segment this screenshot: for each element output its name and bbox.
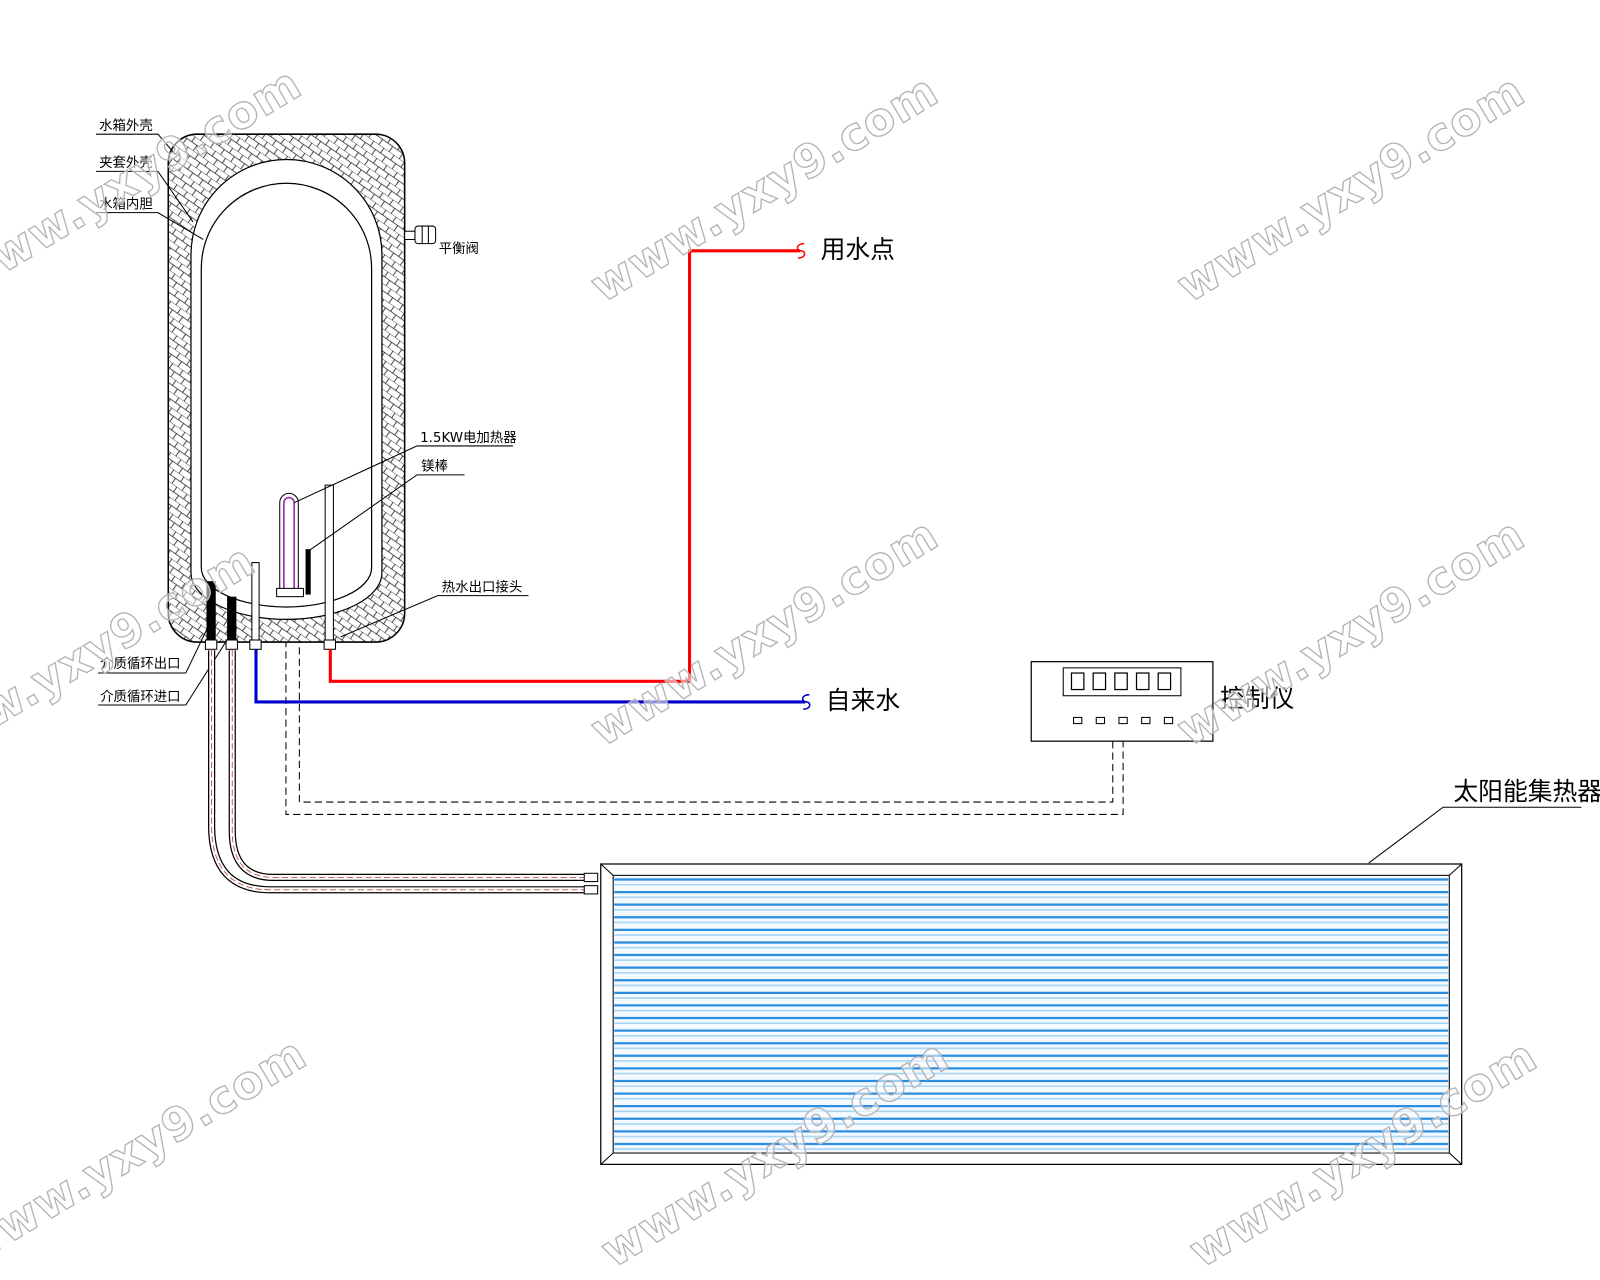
controller: 控制仪 <box>1030 661 1294 742</box>
bottom-fittings <box>204 639 336 650</box>
magnesium-rod <box>305 549 311 595</box>
sensor-cable <box>298 601 1114 803</box>
label-hot-water-point: 用水点 <box>821 235 895 264</box>
label-medium-inlet: 介质循环进口 <box>100 689 180 705</box>
display-digit <box>1157 672 1172 691</box>
controller-button <box>1141 716 1151 725</box>
tank-labels: 水箱外壳 夹套外壳 水箱内胆 平衡阀 1.5KW电加热器 镁棒 热水出口接头 介… <box>96 118 529 706</box>
hot-water-inner-pipe <box>324 484 334 643</box>
label-hot-water-outlet: 热水出口接头 <box>442 578 522 595</box>
watermark: www.yxy9.com <box>581 508 947 757</box>
fitting <box>249 639 262 650</box>
hot-water-pipe-line <box>328 249 800 683</box>
label-medium-outlet: 介质循环出口 <box>100 656 180 672</box>
cold-water-pipe-line <box>254 649 806 704</box>
cold-water-pipe: 自来水 <box>254 649 901 715</box>
water-tank <box>167 133 437 650</box>
label-magnesium-rod: 镁棒 <box>421 459 448 475</box>
controller-button <box>1163 716 1174 725</box>
label-tap-water: 自来水 <box>826 686 901 715</box>
label-outer-shell: 水箱外壳 <box>99 118 153 134</box>
electric-heater <box>276 492 304 598</box>
solar-collector: 太阳能集热器 <box>600 777 1600 1166</box>
controller-button <box>1073 716 1083 725</box>
watermark: www.yxy9.com <box>0 533 264 782</box>
watermark: www.yxy9.com <box>1168 508 1534 757</box>
medium-outlet-inner-pipe <box>206 581 216 644</box>
fitting <box>583 872 599 883</box>
fitting <box>225 639 238 650</box>
medium-outlet-pipe <box>208 650 587 894</box>
display-digit <box>1114 672 1128 691</box>
fitting <box>583 885 599 895</box>
break-symbol <box>801 693 811 710</box>
display-digit <box>1092 672 1107 691</box>
medium-inlet-pipe <box>228 650 587 882</box>
label-jacket-shell: 夹套外壳 <box>99 155 153 171</box>
balance-valve <box>404 225 437 245</box>
label-inner-liner: 水箱内胆 <box>99 197 153 213</box>
label-balance-valve: 平衡阀 <box>439 241 479 257</box>
label-solar-collector: 太阳能集热器 <box>1453 777 1600 806</box>
heater-tube <box>279 492 299 594</box>
heater-base <box>276 587 304 598</box>
watermark: www.yxy9.com <box>1168 64 1534 313</box>
medium-inlet-inner-pipe <box>227 596 237 644</box>
sensor-cables <box>285 601 1124 815</box>
break-symbol <box>796 242 806 259</box>
circulation-pipes <box>208 650 599 895</box>
fitting <box>204 639 218 650</box>
display-digit <box>1070 672 1085 691</box>
watermark: www.yxy9.com <box>0 1027 316 1276</box>
label-controller: 控制仪 <box>1220 684 1294 713</box>
collector-tubes <box>614 878 1449 1150</box>
fitting <box>323 639 336 650</box>
controller-button <box>1118 716 1128 725</box>
controller-button <box>1095 716 1106 725</box>
display-digit <box>1135 672 1150 691</box>
sensor-cable <box>285 617 1124 815</box>
hot-water-pipe: 用水点 <box>328 235 895 683</box>
watermark: www.yxy9.com <box>581 64 947 313</box>
label-electric-heater: 1.5KW电加热器 <box>420 430 517 446</box>
